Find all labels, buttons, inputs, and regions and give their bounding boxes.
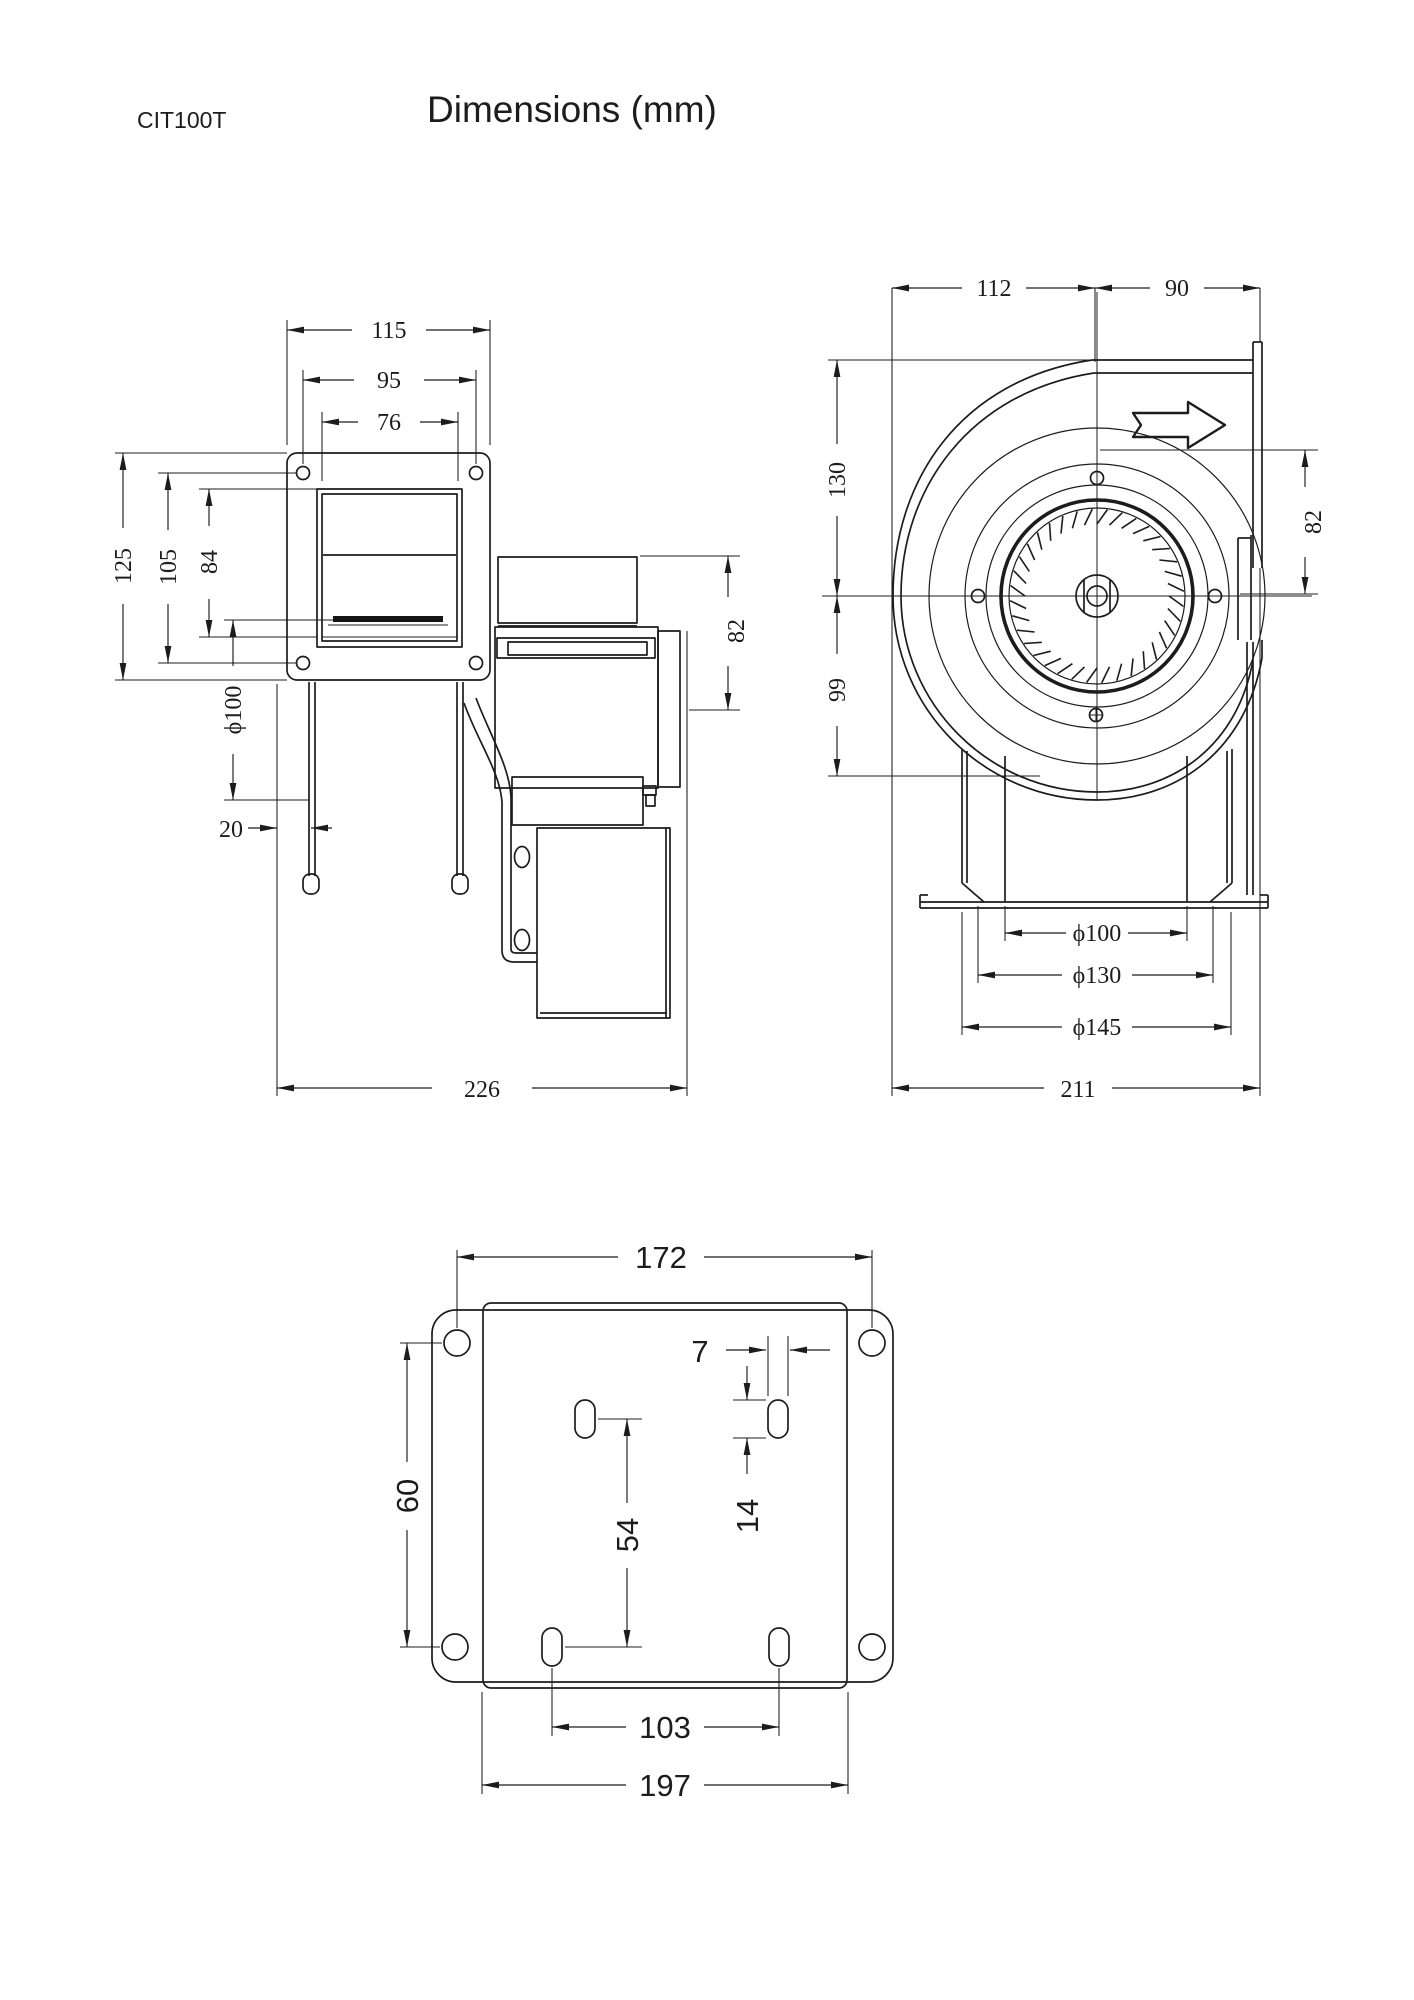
front-view: 112 90 130 99 82 ϕ100 ϕ130 ϕ145 xyxy=(822,276,1327,1103)
base-view-dimensions: 172 7 60 54 14 103 197 xyxy=(390,1240,872,1803)
dim-inlet-diameter: ϕ100 xyxy=(221,686,247,735)
dim-dia-middle: ϕ130 xyxy=(1073,963,1122,989)
base-view-extension-lines xyxy=(400,1250,873,1794)
dim-hole-pitch-x: 172 xyxy=(635,1240,687,1275)
dim-dia-outer: ϕ145 xyxy=(1073,1015,1122,1041)
dim-flange-offset: 20 xyxy=(219,817,243,843)
dim-overall-length: 226 xyxy=(464,1077,500,1103)
dim-overall-width: 211 xyxy=(1060,1077,1095,1103)
dim-slot-width: 7 xyxy=(691,1334,708,1369)
dim-hole-pitch-w: 95 xyxy=(377,368,401,394)
dim-center-to-base: 99 xyxy=(825,678,851,702)
dim-flange-width: 115 xyxy=(371,318,406,344)
dim-outlet-height-side: 82 xyxy=(724,619,750,643)
front-view-centerlines xyxy=(822,292,1312,800)
dim-flange-height: 125 xyxy=(111,548,137,584)
base-view: 172 7 60 54 14 103 197 xyxy=(390,1240,894,1803)
front-view-dimensions: 112 90 130 99 82 ϕ100 ϕ130 ϕ145 xyxy=(825,276,1327,1103)
model-number: CIT100T xyxy=(137,107,226,133)
dim-center-to-top: 130 xyxy=(825,462,851,498)
dim-slot-length: 14 xyxy=(730,1499,765,1533)
dim-hole-pitch-y: 60 xyxy=(390,1479,425,1513)
dim-center-to-back: 112 xyxy=(976,276,1011,302)
front-view-outline xyxy=(892,341,1269,909)
dim-inlet-width: 76 xyxy=(377,410,401,436)
dim-inlet-height: 84 xyxy=(197,550,223,574)
dim-hole-pitch-h: 105 xyxy=(156,549,182,585)
dim-plate-length: 197 xyxy=(639,1768,691,1803)
side-view-dimensions: 115 95 76 125 105 84 ϕ100 xyxy=(111,318,750,1103)
side-view: 115 95 76 125 105 84 ϕ100 xyxy=(111,318,750,1103)
base-view-outline xyxy=(431,1302,894,1689)
side-view-extension-lines xyxy=(115,320,740,1096)
dim-slot-pitch-y: 54 xyxy=(610,1518,645,1552)
dim-center-to-outlet: 90 xyxy=(1165,276,1189,302)
impeller-blades xyxy=(1009,508,1185,684)
dim-dia-inner: ϕ100 xyxy=(1073,921,1122,947)
dim-outlet-opening: 82 xyxy=(1301,510,1327,534)
dim-slot-pitch-x: 103 xyxy=(639,1710,691,1745)
page-title: Dimensions (mm) xyxy=(427,89,717,130)
airflow-arrow-icon xyxy=(1131,400,1227,450)
side-view-outline xyxy=(286,452,681,1019)
